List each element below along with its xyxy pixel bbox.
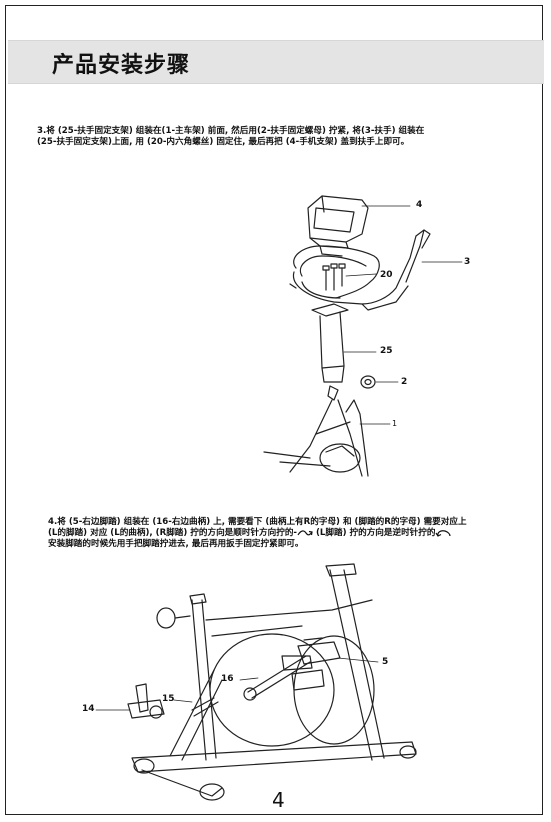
handlebar-assembly-diagram bbox=[263, 195, 463, 477]
step-4-line-2a: (L的脚踏) 对应 (L的曲柄), (R脚踏) 拧的方向是顺时针方向拧的- bbox=[48, 528, 297, 538]
left-pedal-part bbox=[127, 683, 165, 719]
left-crank-part bbox=[191, 697, 219, 717]
step-3-line-1: 3.将 (25-扶手固定支架) 组装在(1-主车架) 前面, 然后用(2-扶手固… bbox=[37, 126, 425, 136]
callout-2: 2 bbox=[401, 377, 408, 387]
fixing-knob-part bbox=[360, 375, 376, 389]
bike-base-part bbox=[131, 741, 417, 801]
main-frame-part bbox=[263, 385, 369, 477]
callout-15: 15 bbox=[162, 694, 175, 704]
page-number: 4 bbox=[272, 788, 285, 812]
page-title: 产品安装步骤 bbox=[52, 53, 191, 78]
callout-25: 25 bbox=[380, 346, 393, 356]
step-4-line-3: 安装脚踏的时候先用手把脚踏拧进去, 最后再用扳手固定拧紧即可。 bbox=[48, 539, 304, 549]
flywheel-part bbox=[209, 633, 375, 747]
handlebar-part bbox=[289, 229, 431, 311]
callout-16: 16 bbox=[221, 674, 234, 684]
step-4-line-2b: (L脚踏) 拧的方向是逆时针拧的 bbox=[313, 528, 436, 538]
callout-5: 5 bbox=[382, 657, 389, 667]
callout-1: 1 bbox=[392, 419, 398, 428]
callout-3: 3 bbox=[464, 257, 471, 267]
callout-14: 14 bbox=[82, 704, 95, 714]
bike-frame-part bbox=[169, 563, 385, 761]
title-band bbox=[8, 40, 544, 84]
handlebar-bracket-part bbox=[311, 303, 349, 383]
right-crank-part bbox=[243, 655, 311, 701]
step-4-instructions: 4.将 (5-右边脚踏) 组装在 (16-右边曲柄) 上, 需要看下 (曲柄上有… bbox=[48, 517, 538, 550]
callout-4: 4 bbox=[416, 200, 423, 210]
step-4-line-2: (L的脚踏) 对应 (L的曲柄), (R脚踏) 拧的方向是顺时针方向拧的- (L… bbox=[48, 528, 538, 539]
seat-knob-part bbox=[156, 607, 191, 629]
clockwise-arrow-icon bbox=[297, 529, 313, 535]
step-3-line-2: (25-扶手固定支架)上面, 用 (20-内六角螺丝) 固定住, 最后再把 (4… bbox=[37, 137, 410, 147]
callout-20: 20 bbox=[380, 270, 393, 280]
step-4-line-1: 4.将 (5-右边脚踏) 组装在 (16-右边曲柄) 上, 需要看下 (曲柄上有… bbox=[48, 517, 467, 527]
counterclockwise-arrow-icon bbox=[435, 529, 452, 537]
page-frame bbox=[5, 5, 543, 815]
pedal-assembly-diagram bbox=[95, 563, 417, 801]
hex-bolts-part bbox=[322, 263, 346, 291]
step-3-instructions: 3.将 (25-扶手固定支架) 组装在(1-主车架) 前面, 然后用(2-扶手固… bbox=[37, 126, 517, 148]
